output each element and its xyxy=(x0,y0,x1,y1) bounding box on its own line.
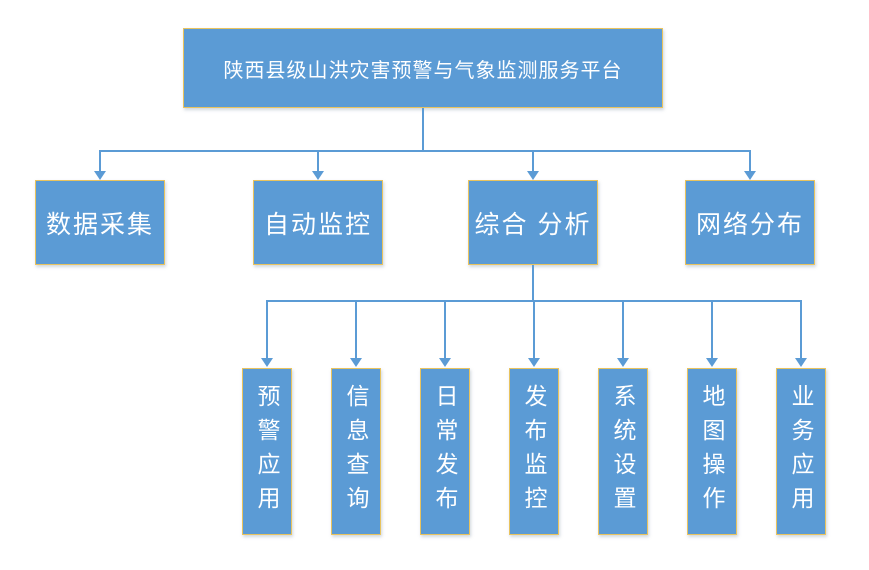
connector-drop xyxy=(266,300,268,358)
node-daily-release: 日常发布 xyxy=(420,368,470,535)
node-auto-monitoring: 自动监控 xyxy=(253,180,383,265)
node-label: 预警应用 xyxy=(254,383,280,520)
connector-drop xyxy=(800,300,802,358)
connector-analysis-stem xyxy=(532,265,534,302)
connector-drop xyxy=(532,150,534,171)
arrow-down-icon xyxy=(94,171,106,180)
arrow-down-icon xyxy=(744,171,756,180)
arrow-down-icon xyxy=(312,171,324,180)
connector-drop xyxy=(317,150,319,171)
node-map-operations: 地图操作 xyxy=(687,368,737,535)
node-label: 地图操作 xyxy=(699,383,725,520)
node-label: 业务应用 xyxy=(788,383,814,520)
node-root-platform: 陕西县级山洪灾害预警与气象监测服务平台 xyxy=(183,28,663,108)
connector-root-stem xyxy=(422,108,424,151)
node-label: 系统设置 xyxy=(610,383,636,520)
node-business-application: 业务应用 xyxy=(776,368,826,535)
node-system-settings: 系统设置 xyxy=(598,368,648,535)
connector-drop xyxy=(444,300,446,358)
connector-drop xyxy=(622,300,624,358)
arrow-down-icon xyxy=(439,358,451,367)
node-data-collection: 数据采集 xyxy=(35,180,165,265)
node-label: 日常发布 xyxy=(432,383,458,520)
arrow-down-icon xyxy=(527,171,539,180)
arrow-down-icon xyxy=(528,358,540,367)
node-comprehensive-analysis: 综合 分析 xyxy=(468,180,598,265)
node-info-query: 信息查询 xyxy=(331,368,381,535)
connector-drop xyxy=(711,300,713,358)
connector-drop xyxy=(533,300,535,358)
node-label: 发布监控 xyxy=(521,383,547,520)
connector-drop xyxy=(355,300,357,358)
connector-drop xyxy=(99,150,101,171)
arrow-down-icon xyxy=(617,358,629,367)
arrow-down-icon xyxy=(795,358,807,367)
node-release-monitoring: 发布监控 xyxy=(509,368,559,535)
arrow-down-icon xyxy=(350,358,362,367)
arrow-down-icon xyxy=(261,358,273,367)
node-label: 信息查询 xyxy=(343,383,369,520)
connector-level2-rail xyxy=(99,150,751,152)
node-network-distribution: 网络分布 xyxy=(685,180,815,265)
node-warning-application: 预警应用 xyxy=(242,368,292,535)
connector-drop xyxy=(749,150,751,171)
arrow-down-icon xyxy=(706,358,718,367)
